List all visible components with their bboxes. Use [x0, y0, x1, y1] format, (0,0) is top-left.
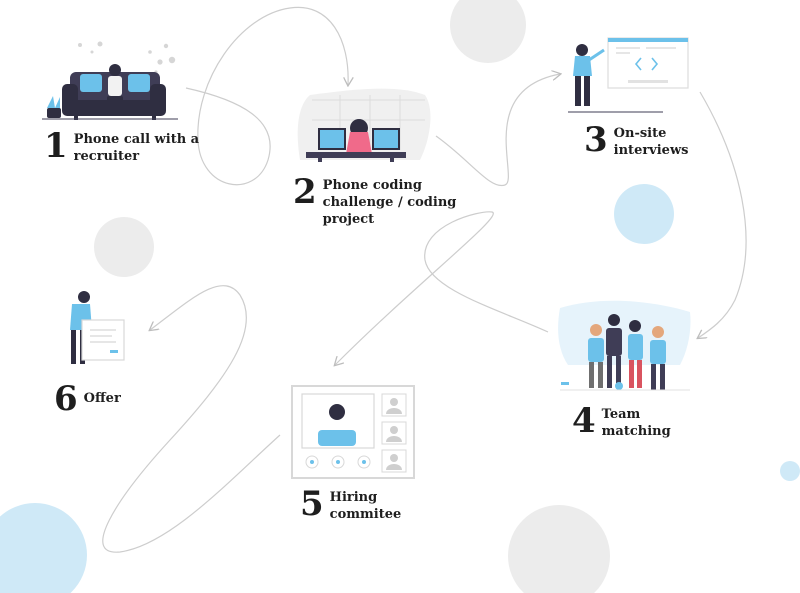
step-1-number: 1: [44, 126, 68, 166]
step-6-label: Offer: [83, 391, 121, 406]
call-mic-icon: [357, 455, 371, 469]
offer-document-illustration: [70, 291, 125, 364]
step-2-number: 2: [293, 172, 317, 212]
team-group-illustration: [558, 300, 691, 391]
step-2: 2 Phone coding challenge / coding projec…: [293, 172, 457, 228]
coding-desk-illustration: [297, 88, 431, 162]
step-3-number: 3: [584, 120, 608, 160]
step-2-label: Phone coding challenge / coding project: [322, 178, 457, 227]
decor-circle-blue-mid: [614, 184, 674, 244]
path-2-to-3: [435, 74, 560, 187]
call-video-icon: [331, 455, 345, 469]
step-3: 3 On-site interviews: [584, 120, 689, 160]
call-phone-icon: [305, 455, 319, 469]
step-4: 4 Team matching: [572, 401, 671, 441]
path-1-to-2: [185, 6, 348, 186]
step-5-label: Hiring commitee: [329, 490, 402, 522]
step-3-label: On-site interviews: [613, 126, 689, 158]
video-call-illustration: [291, 385, 415, 479]
step-6-number: 6: [54, 379, 78, 419]
person-on-sofa-illustration: [42, 41, 178, 120]
path-3-to-4: [698, 91, 747, 338]
decor-circle-gray-top: [450, 0, 526, 63]
decor-circle-blue-bottom: [0, 503, 87, 593]
path-4-to-5: [335, 211, 549, 365]
presenter-screen-illustration: [568, 37, 689, 113]
step-1-label: Phone call with a recruiter: [73, 132, 200, 164]
decor-circle-gray-left: [94, 217, 154, 277]
path-5-to-6: [102, 285, 281, 553]
step-4-number: 4: [572, 401, 596, 441]
step-4-label: Team matching: [601, 407, 671, 439]
step-1: 1 Phone call with a recruiter: [44, 126, 200, 166]
step-6: 6 Offer: [54, 379, 121, 419]
decor-circle-gray-bottom: [508, 505, 610, 593]
step-5-number: 5: [300, 484, 324, 524]
decor-circle-blue-small: [780, 461, 800, 481]
step-5: 5 Hiring commitee: [300, 484, 402, 524]
